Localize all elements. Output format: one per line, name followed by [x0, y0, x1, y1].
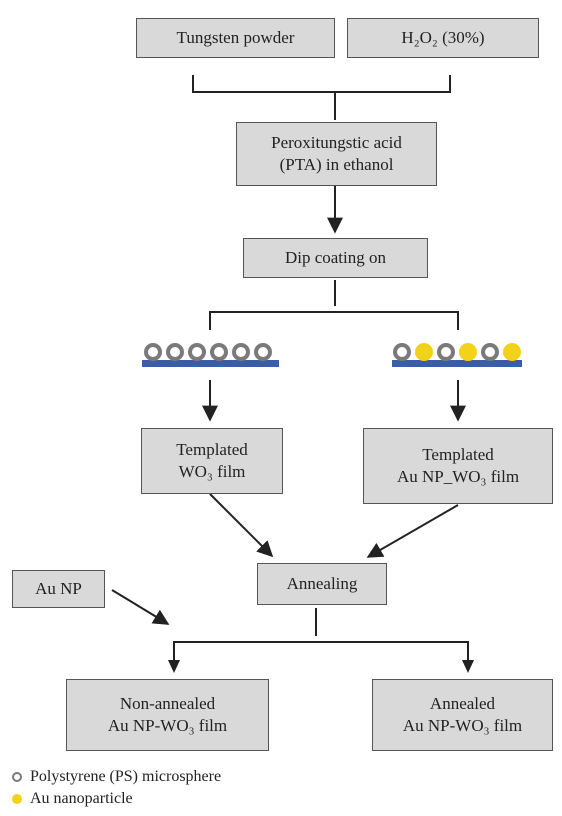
- annealing-box: Annealing: [257, 563, 387, 605]
- arrow-wo3-anneal: [209, 493, 274, 558]
- pta-label-2: (PTA) in ethanol: [279, 155, 394, 174]
- tungsten-powder-box: Tungsten powder: [136, 18, 335, 58]
- legend-ps: Polystyrene (PS) microsphere: [12, 768, 221, 786]
- bracket-bottom: [173, 641, 469, 666]
- legend-ps-label: Polystyrene (PS) microsphere: [30, 768, 222, 785]
- mixed-spheres-right: [393, 343, 521, 361]
- ps-sphere-icon: [12, 772, 22, 782]
- tpl-wo3-label-1: Templated: [176, 440, 248, 459]
- tpl-au-label-1: Templated: [422, 445, 494, 464]
- annealed-box: Annealed Au NP-WO₃ film: [372, 679, 553, 751]
- pta-label-1: Peroxitungstic acid: [271, 133, 402, 152]
- substrate-right: [392, 360, 522, 367]
- non-annealed-label-2: Au NP-WO₃ film: [107, 716, 228, 735]
- non-annealed-label-1: Non-annealed: [119, 694, 216, 713]
- annealing-label: Annealing: [286, 574, 358, 593]
- pta-box: Peroxitungstic acid (PTA) in ethanol: [236, 122, 437, 186]
- legend-au: Au nanoparticle: [12, 790, 133, 808]
- h2o2-box: H₂O₂ (30%): [347, 18, 539, 58]
- annealed-label-1: Annealed: [429, 694, 496, 713]
- dip-label: Dip coating on: [284, 248, 387, 267]
- ps-spheres-left: [144, 343, 272, 361]
- templated-wo3-box: Templated WO₃ film: [141, 428, 283, 494]
- bracket-top: [192, 75, 451, 93]
- templated-au-wo3-box: Templated Au NP_WO₃ film: [363, 428, 553, 504]
- au-np-box: Au NP: [12, 570, 105, 608]
- dip-coating-box: Dip coating on: [243, 238, 428, 278]
- arrow-aunp: [111, 589, 170, 625]
- tpl-au-label-2: Au NP_WO₃ film: [396, 467, 520, 486]
- tpl-wo3-label-2: WO₃ film: [178, 462, 246, 481]
- arrow-au-anneal: [366, 504, 459, 558]
- legend-au-label: Au nanoparticle: [30, 790, 133, 807]
- h2o2-label: H₂O₂ (30%): [401, 28, 485, 47]
- bracket-dip: [209, 311, 459, 330]
- au-nanoparticle-icon: [12, 794, 22, 804]
- annealed-label-2: Au NP-WO₃ film: [402, 716, 523, 735]
- non-annealed-box: Non-annealed Au NP-WO₃ film: [66, 679, 269, 751]
- tungsten-label: Tungsten powder: [176, 28, 295, 47]
- au-np-label: Au NP: [35, 579, 82, 598]
- substrate-left: [142, 360, 279, 367]
